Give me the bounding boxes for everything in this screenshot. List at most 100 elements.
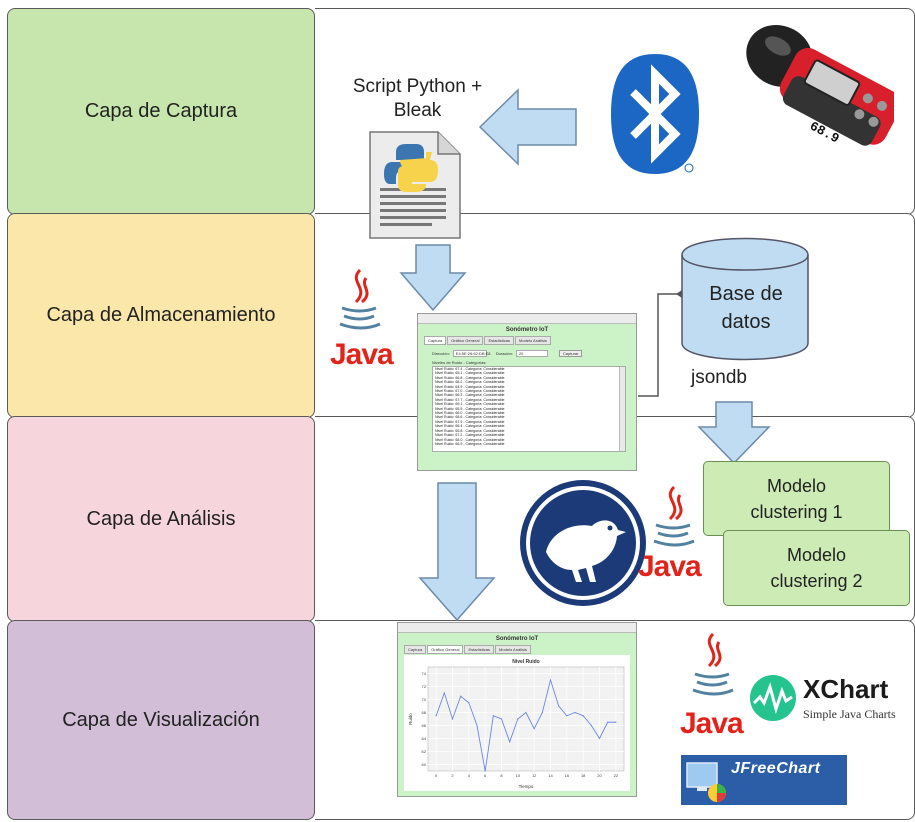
noise-line-chart: Nivel Ruido Tiempo Ruido 606264666870727… <box>404 655 630 791</box>
data-point <box>582 715 584 717</box>
list-item: Nivel Ruido: 66.3 - Categoría: Considera… <box>435 393 505 398</box>
x-tick-label: 18 <box>581 773 586 778</box>
x-tick-label: 2 <box>451 773 454 778</box>
layer-analisis: Capa de Análisis <box>7 416 315 622</box>
arrow-down-models <box>697 401 771 465</box>
layer-visualizacion: Capa de Visualización <box>7 620 315 820</box>
app-window-titlebar <box>418 314 636 324</box>
model1-line2: clustering 1 <box>750 501 843 522</box>
arrow-left-capture <box>478 88 577 166</box>
connector-app-db <box>638 290 682 397</box>
x-tick-label: 8 <box>500 773 503 778</box>
list-item: Nivel Ruido: 65.1 - Categoría: Considera… <box>435 371 505 376</box>
xchart-logo-icon <box>750 675 796 721</box>
data-point <box>460 695 462 697</box>
data-point <box>476 724 478 727</box>
data-point <box>500 718 503 720</box>
jfreechart-label: JFreeChart <box>731 760 821 777</box>
java-word-analysis: Java <box>638 550 702 583</box>
script-label-line1: Script Python + <box>352 76 483 97</box>
tab-estadisticas-chart[interactable]: Estadísticas <box>464 645 495 654</box>
db-caption: jsondb <box>691 367 747 388</box>
model1-line1: Modelo <box>766 475 827 496</box>
data-point <box>525 711 527 714</box>
data-point <box>509 741 511 743</box>
data-point <box>574 711 576 714</box>
chart-ylabel: Ruido <box>408 713 413 725</box>
data-point <box>590 724 592 727</box>
layer-captura-label: Capa de Captura <box>84 100 238 122</box>
weka-logo-icon <box>520 480 646 606</box>
x-tick-label: 10 <box>516 773 521 778</box>
java-word-storage: Java <box>330 338 394 371</box>
y-tick-label: 62 <box>422 749 427 754</box>
x-tick-label: 16 <box>565 773 570 778</box>
db-label-line2: datos <box>721 311 771 333</box>
data-point <box>443 692 445 694</box>
x-tick-label: 6 <box>484 773 487 778</box>
chart-window: Sonómetro IoT Captura Gráfico General Es… <box>397 622 637 797</box>
list-item: Nivel Ruido: 68.2 - Categoría: Considera… <box>435 380 505 385</box>
data-point <box>598 737 601 740</box>
list-item: Nivel Ruido: 69.1 - Categoría: Considera… <box>435 402 505 407</box>
script-label: Script Python + Bleak <box>325 75 510 123</box>
x-tick-label: 22 <box>614 773 619 778</box>
noise-list[interactable]: Nivel Ruido: 67.4 - Categoría: Considera… <box>432 366 626 452</box>
data-point <box>533 728 535 730</box>
direccion-label: Dirección: <box>432 351 450 356</box>
list-item: Nivel Ruido: 67.7 - Categoría: Considera… <box>435 397 505 402</box>
chart-title: Nivel Ruido <box>512 659 540 665</box>
model2-line1: Modelo <box>786 545 847 565</box>
java-word-visual: Java <box>680 707 744 740</box>
tab-modelo-analisis[interactable]: Modelo Análisis <box>515 336 551 345</box>
x-tick-label: 12 <box>532 773 537 778</box>
arrow-down-storage <box>399 244 467 312</box>
y-tick-label: 66 <box>422 723 427 728</box>
python-script-icon <box>369 131 461 239</box>
layer-almacenamiento: Capa de Almacenamiento <box>7 213 315 418</box>
plot-area <box>427 666 625 772</box>
list-item: Nivel Ruido: 66.9 - Categoría: Considera… <box>435 441 505 446</box>
y-tick-label: 74 <box>422 671 427 676</box>
database-icon <box>681 237 809 361</box>
tab-captura[interactable]: Captura <box>424 336 447 345</box>
list-scrollbar[interactable] <box>619 367 625 451</box>
x-tick-label: 20 <box>597 773 602 778</box>
y-tick-label: 72 <box>422 684 427 689</box>
x-tick-label: 4 <box>468 773 471 778</box>
layer-analisis-label: Capa de Análisis <box>86 507 236 530</box>
tab-grafico-general-chart[interactable]: Gráfico General <box>427 645 464 654</box>
list-item: Nivel Ruido: 66.4 - Categoría: Considera… <box>435 424 505 429</box>
y-tick-label: 70 <box>422 697 427 702</box>
data-point <box>451 718 454 720</box>
chart-window-tabs: Captura Gráfico General Estadísticas Mod… <box>404 645 636 654</box>
direccion-field[interactable]: E4:5E:26:62:DB:E8 <box>452 350 491 357</box>
xchart-subtitle: Simple Java Charts <box>803 707 896 721</box>
data-point <box>558 705 560 707</box>
java-logo-storage-icon <box>339 268 381 330</box>
y-tick-label: 60 <box>422 762 427 767</box>
y-tick-label: 64 <box>422 736 427 741</box>
data-point <box>607 721 609 723</box>
app-window-tabs: Captura Gráfico General Estadísticas Mod… <box>424 336 636 345</box>
script-label-line2: Bleak <box>393 100 442 121</box>
model2-line2: clustering 2 <box>770 571 863 591</box>
list-item: Nivel Ruido: 66.0 - Categoría: Considera… <box>435 411 505 416</box>
tab-modelo-analisis-chart[interactable]: Modelo Análisis <box>495 645 531 654</box>
data-point <box>541 711 543 714</box>
list-header: Niveles de Ruido - Categorías: <box>432 360 487 365</box>
sound-meter-icon: 68.9 <box>746 24 894 146</box>
tab-grafico-general[interactable]: Gráfico General <box>447 336 484 345</box>
model-clustering-2: Modelo clustering 2 <box>723 530 910 606</box>
capturar-button[interactable]: Capturar <box>558 350 583 357</box>
list-item: Nivel Ruido: 68.0 - Categoría: Considera… <box>435 437 505 442</box>
list-item: Nivel Ruido: 67.2 - Categoría: Considera… <box>435 433 505 438</box>
y-tick-label: 68 <box>422 710 427 715</box>
db-label-line1: Base de <box>709 283 783 305</box>
layer-almacenamiento-label: Capa de Almacenamiento <box>46 304 276 326</box>
tab-estadisticas[interactable]: Estadísticas <box>484 336 515 345</box>
app-window: Sonómetro IoT Captura Gráfico General Es… <box>417 313 637 471</box>
duracion-field[interactable]: 20 <box>515 350 548 357</box>
tab-captura-chart[interactable]: Captura <box>404 645 427 654</box>
jfreechart-logo: JFreeChart <box>681 755 847 805</box>
